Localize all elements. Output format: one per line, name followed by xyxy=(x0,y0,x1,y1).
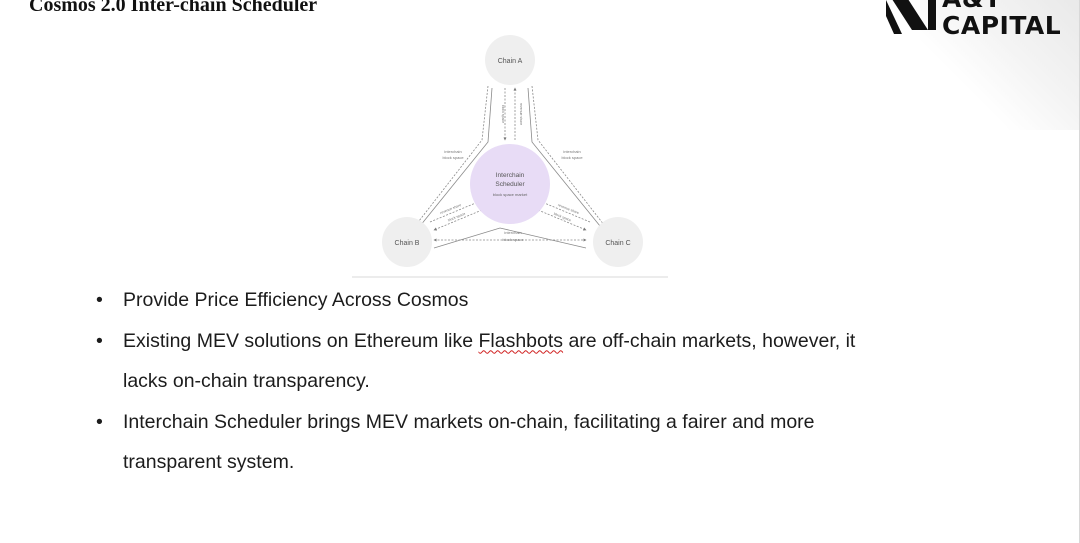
chain-b-node xyxy=(382,217,432,267)
bullet-text: Provide Price Efficiency Across Cosmos xyxy=(123,289,469,311)
spoke-a-label-1: block space xyxy=(501,105,505,124)
logo-line-2: CAPITAL xyxy=(942,11,1062,40)
bullet-item: • Existing MEV solutions on Ethereum lik… xyxy=(96,321,1056,402)
edge-b-c-label-line1: interchain xyxy=(504,230,521,235)
bullet-list: • Provide Price Efficiency Across Cosmos… xyxy=(96,280,1056,483)
edge-b-c-label-line2: block space xyxy=(502,237,524,242)
slide-title: Cosmos 2.0 Inter-chain Scheduler xyxy=(29,0,318,16)
spoke-a-label-2: revenue share xyxy=(519,103,523,125)
edge-a-c-inner xyxy=(527,87,601,227)
edge-a-b-label-line1: interchain xyxy=(444,149,461,154)
chain-b-label: Chain B xyxy=(395,240,420,247)
bullet-marker: • xyxy=(96,329,103,352)
chain-a-node xyxy=(485,35,535,85)
edge-a-b-inner xyxy=(419,87,493,227)
scheduler-node xyxy=(470,144,550,224)
logo-line-1: A&T xyxy=(942,0,1002,11)
edge-a-b-outer xyxy=(411,85,489,231)
diagram-connectors xyxy=(411,85,609,249)
chain-c-label: Chain C xyxy=(605,240,630,247)
chain-c-node xyxy=(593,217,643,267)
scheduler-title-line1: Interchain xyxy=(496,172,525,179)
spellcheck-flagged-word[interactable]: Flashbots xyxy=(478,329,564,352)
corner-shading xyxy=(920,0,1080,130)
edge-a-b-label-line2: block space xyxy=(442,155,464,160)
bullet-item: • Interchain Scheduler brings MEV market… xyxy=(96,402,1056,483)
scheduler-subtitle: block space market xyxy=(493,192,528,197)
chain-a-label: Chain A xyxy=(498,58,523,65)
bullet-marker: • xyxy=(96,410,103,433)
bullet-item: • Provide Price Efficiency Across Cosmos xyxy=(96,280,1056,321)
bullet-text: Existing MEV solutions on Ethereum like xyxy=(123,329,479,352)
edge-a-c-label-line1: interchain xyxy=(563,149,580,154)
bullet-marker: • xyxy=(96,289,103,311)
company-logo: A&T CAPITAL xyxy=(884,0,1074,46)
bullet-text: are off-chain markets, however, it xyxy=(563,329,856,352)
spoke-c-out xyxy=(537,209,587,231)
bullet-text: Interchain Scheduler brings MEV markets … xyxy=(123,410,815,433)
bullet-text: transparent system. xyxy=(123,451,295,473)
edge-a-c-outer xyxy=(531,85,609,231)
bullet-text: lacks on-chain transparency. xyxy=(123,370,370,392)
spoke-b-in xyxy=(429,201,479,223)
spoke-c-label-2: block space xyxy=(553,212,572,223)
interchain-scheduler-diagram: Chain A Chain B Chain C Interchain Sched… xyxy=(352,35,668,278)
scheduler-title-line2: Scheduler xyxy=(495,181,525,188)
edge-b-c-lower xyxy=(433,227,587,249)
at-capital-logo-icon xyxy=(886,0,936,34)
spoke-b-label-2: block space xyxy=(447,212,466,223)
spoke-c-in xyxy=(541,201,591,223)
edge-a-c-label-line2: block space xyxy=(561,155,583,160)
spoke-b-out xyxy=(433,209,483,231)
